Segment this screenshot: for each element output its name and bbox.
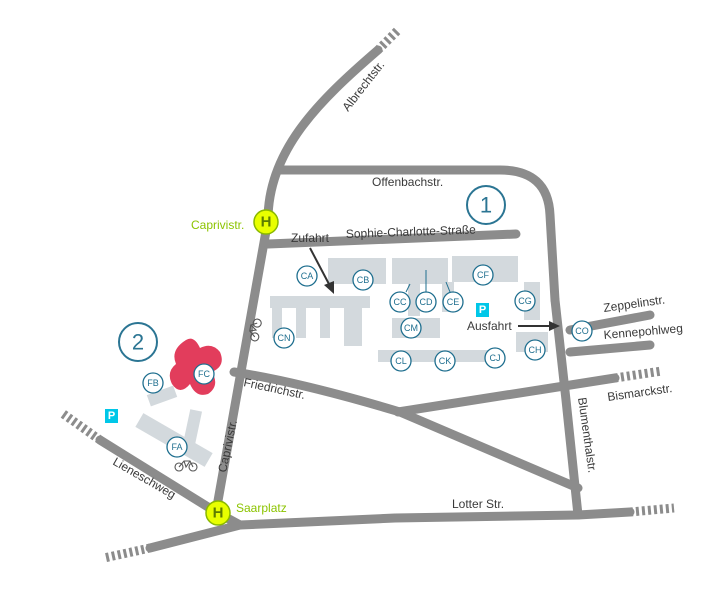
road-lotterstr (211, 507, 635, 530)
building-shape-cn-leg3 (320, 308, 330, 338)
svg-text:CC: CC (394, 297, 407, 307)
building-fb[interactable]: FB (142, 372, 164, 394)
svg-text:CA: CA (301, 271, 314, 281)
building-fa[interactable]: FA (166, 436, 188, 458)
building-shape-cn-leg1 (272, 308, 282, 338)
campus-number-1: 1 (466, 185, 506, 225)
road-caprivistr (211, 215, 273, 517)
road-end-lieneschweg (59, 409, 103, 444)
street-label-lotterstr: Lotter Str. (452, 497, 504, 511)
svg-text:CK: CK (439, 356, 452, 366)
road-blumenthalstr (550, 295, 583, 520)
road-end-south-west (103, 543, 151, 563)
road-south-west (145, 520, 245, 553)
svg-text:CB: CB (357, 275, 370, 285)
road-sophie-charlotte (263, 229, 521, 249)
road-friedrichstr (229, 367, 583, 493)
svg-text:FA: FA (171, 442, 182, 452)
parking-icon-campus-2[interactable]: P (105, 409, 118, 423)
campus-number-2-label: 2 (132, 330, 144, 355)
building-cm[interactable]: CM (400, 317, 422, 339)
bus-stop-saarplatz-label: Saarplatz (236, 501, 287, 515)
road-kennepohlweg (565, 340, 655, 357)
road-lieneschweg (95, 435, 221, 517)
street-label-sophie-charlotte: Sophie-Charlotte-Straße (346, 222, 477, 241)
ausfahrt-label: Ausfahrt (467, 319, 512, 333)
street-labels: Albrechtstr. Offenbachstr. Sophie-Charlo… (111, 58, 684, 511)
building-cc[interactable]: CC (389, 291, 411, 313)
street-label-kennepohlweg: Kennepohlweg (603, 321, 683, 342)
svg-text:CJ: CJ (490, 353, 501, 363)
svg-text:FB: FB (147, 378, 159, 388)
building-ck[interactable]: CK (434, 350, 456, 372)
svg-text:CM: CM (404, 323, 418, 333)
road-end-albrechtstr (374, 26, 402, 54)
road-bismarckstr (393, 373, 620, 417)
svg-text:CD: CD (420, 297, 433, 307)
road-end-lotterstr (629, 503, 675, 517)
svg-text:CL: CL (395, 356, 407, 366)
svg-text:CN: CN (278, 333, 291, 343)
bus-stop-caprivistr[interactable]: H (253, 209, 279, 235)
bus-stop-icon (205, 500, 231, 526)
building-cg[interactable]: CG (514, 290, 536, 312)
building-shape-cd-block (392, 258, 448, 284)
street-label-offenbachstr: Offenbachstr. (372, 175, 443, 189)
svg-text:P: P (108, 410, 115, 422)
building-fc[interactable]: FC (193, 363, 215, 385)
building-cn[interactable]: CN (273, 327, 295, 349)
building-cf[interactable]: CF (472, 264, 494, 286)
building-ca[interactable]: CA (296, 265, 318, 287)
svg-text:CF: CF (477, 270, 489, 280)
building-cj[interactable]: CJ (484, 347, 506, 369)
building-shape-cn-east (344, 296, 362, 346)
building-cl[interactable]: CL (390, 350, 412, 372)
building-ch[interactable]: CH (524, 339, 546, 361)
building-pointer-lines (405, 270, 451, 293)
road-offenbachstr (275, 165, 560, 305)
parking-icon-campus-1[interactable]: P (476, 303, 489, 317)
bus-stop-caprivistr-label: Caprivistr. (191, 218, 244, 232)
building-shape-fc-highlight (169, 338, 222, 395)
ausfahrt-arrow-icon (518, 321, 560, 331)
svg-text:CH: CH (529, 345, 542, 355)
street-label-zeppelinstr: Zeppelinstr. (602, 292, 665, 314)
campus-number-1-label: 1 (480, 193, 492, 218)
building-shape-cn-leg2 (296, 308, 306, 338)
svg-text:CG: CG (518, 296, 532, 306)
building-labels: CA CB CC CD CE CF CG CM CN CO CH CL CK C… (142, 264, 593, 458)
building-co[interactable]: CO (571, 320, 593, 342)
building-shape-fa-wing (181, 409, 203, 451)
svg-text:H: H (261, 214, 272, 231)
road-albrechtstr (263, 45, 383, 225)
bus-stop-saarplatz[interactable]: H (205, 500, 231, 526)
campus-number-2: 2 (118, 322, 158, 362)
zufahrt-arrow-icon (309, 247, 334, 294)
bicycle-icon (249, 318, 262, 342)
zufahrt-label: Zufahrt (291, 231, 330, 245)
street-label-bismarckstr: Bismarckstr. (606, 381, 673, 404)
road-end-bismarckstr (614, 366, 663, 383)
bicycle-icon-campus-2 (174, 460, 198, 472)
svg-text:FC: FC (198, 369, 210, 379)
building-shape-cd-wing (408, 284, 420, 316)
street-label-blumenthalstr: Blumenthalstr. (575, 396, 599, 473)
street-label-capriviStr: Caprivistr. (215, 419, 240, 474)
svg-text:CE: CE (447, 297, 460, 307)
svg-text:P: P (479, 304, 486, 316)
svg-text:H: H (213, 505, 224, 522)
building-shape-fb (146, 385, 178, 407)
building-cb[interactable]: CB (352, 269, 374, 291)
building-ce[interactable]: CE (442, 291, 464, 313)
road-network (59, 26, 675, 563)
building-cd[interactable]: CD (415, 291, 437, 313)
bus-stop-icon (253, 209, 279, 235)
svg-text:CO: CO (575, 326, 589, 336)
